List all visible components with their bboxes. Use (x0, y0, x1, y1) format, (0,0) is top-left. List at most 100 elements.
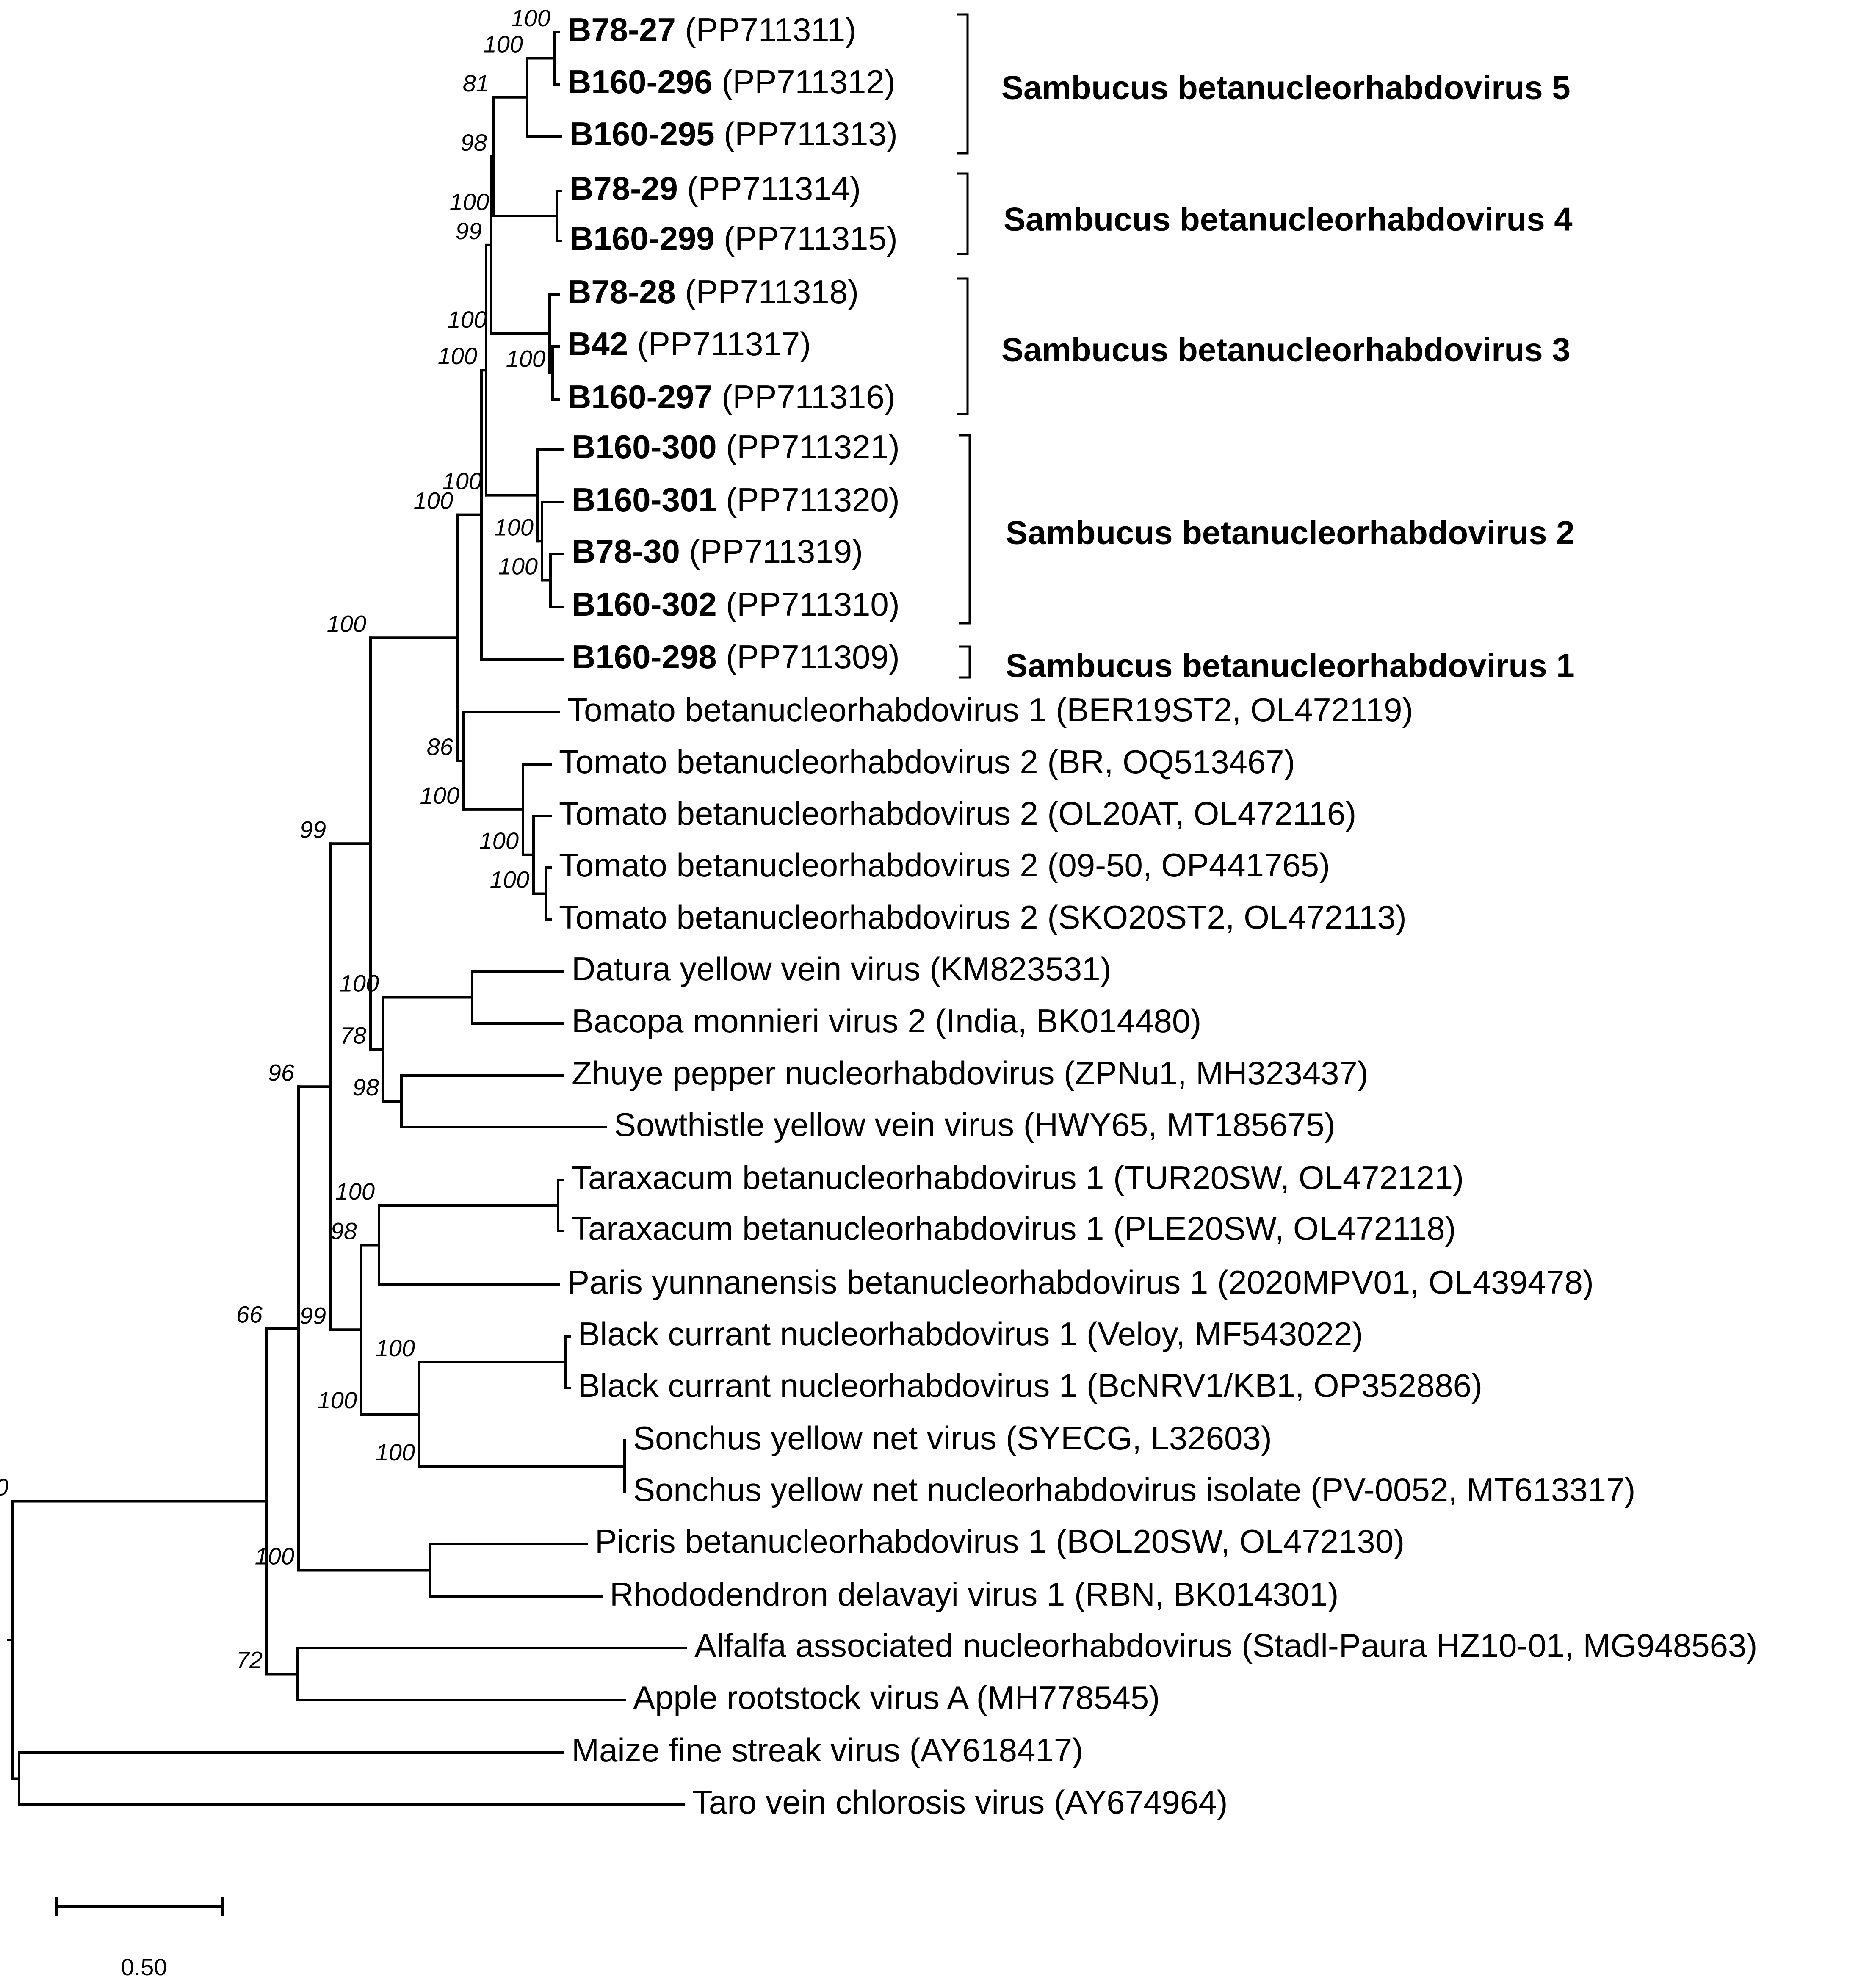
taxon-label: B42 (PP711317) (567, 325, 811, 362)
taxon-name: Tomato betanucleorhabdovirus 1 (BER19ST2… (567, 691, 1413, 728)
taxon-label: Tomato betanucleorhabdovirus 2 (SKO20ST2… (559, 899, 1407, 936)
bootstrap-value: 98 (461, 129, 487, 156)
bootstrap-value: 100 (376, 1439, 415, 1465)
bootstrap-value: 100 (498, 553, 538, 580)
taxon-name: Taro vein chlorosis virus (AY674964) (692, 1783, 1228, 1821)
taxon-name: Datura yellow vein virus (KM823531) (572, 950, 1112, 987)
taxon-name: Bacopa monnieri virus 2 (India, BK014480… (572, 1002, 1201, 1040)
bootstrap-value: 100 (479, 827, 519, 854)
taxon-label: Maize fine streak virus (AY618417) (572, 1731, 1083, 1769)
taxon-name: (PP711316) (713, 378, 896, 415)
clade-label: Sambucus betanucleorhabdovirus 5 (1001, 69, 1571, 106)
taxon-name: (PP711312) (713, 63, 896, 100)
scale-bar-label: 0.50 (121, 1954, 167, 1980)
taxon-name: Tomato betanucleorhabdovirus 2 (09-50, O… (559, 846, 1330, 884)
bootstrap-value: 66 (236, 1301, 263, 1327)
clade-label: Sambucus betanucleorhabdovirus 2 (1006, 514, 1575, 551)
bootstrap-value: 98 (331, 1218, 357, 1244)
isolate-id: B78-28 (567, 273, 676, 310)
clade-annotations: Sambucus betanucleorhabdovirus 5 Sambucu… (957, 13, 1575, 684)
isolate-id: B78-27 (567, 11, 676, 48)
bootstrap-value: 100 (506, 346, 545, 372)
taxon-name: Sonchus yellow net nucleorhabdovirus iso… (633, 1471, 1635, 1508)
taxon-label: B160-302 (PP711310) (572, 586, 900, 623)
taxon-name: Zhuye pepper nucleorhabdovirus (ZPNu1, M… (572, 1054, 1369, 1092)
taxon-label: Tomato betanucleorhabdovirus 2 (OL20AT, … (559, 795, 1356, 832)
taxon-name: (PP711313) (715, 115, 898, 152)
taxon-name: Maize fine streak virus (AY618417) (572, 1731, 1083, 1769)
bootstrap-value: 100 (420, 782, 459, 809)
clade-annotation: Sambucus betanucleorhabdovirus 4 (957, 172, 1573, 255)
taxon-name: (PP711310) (717, 586, 900, 623)
bootstrap-value: 99 (300, 1302, 326, 1329)
clade-bracket (959, 645, 971, 679)
taxon-label: B160-295 (PP711313) (570, 115, 898, 152)
taxon-name: (PP711320) (717, 481, 900, 518)
clade-annotation: Sambucus betanucleorhabdovirus 3 (957, 277, 1571, 415)
bootstrap-value: 100 (414, 487, 453, 514)
bootstrap-value: 100 (255, 1543, 294, 1570)
taxon-label: Black currant nucleorhabdovirus 1 (BcNRV… (578, 1367, 1482, 1404)
taxon-label: Zhuye pepper nucleorhabdovirus (ZPNu1, M… (572, 1054, 1369, 1092)
taxon-label: Rhododendron delavayi virus 1 (RBN, BK01… (610, 1576, 1338, 1613)
bootstrap-value: 100 (327, 610, 366, 637)
bootstrap-value: 100 (448, 306, 487, 333)
taxon-name: Apple rootstock virus A (MH778545) (633, 1679, 1160, 1716)
taxon-label: Paris yunnanensis betanucleorhabdovirus … (567, 1264, 1594, 1301)
taxon-name: (PP711314) (678, 170, 861, 207)
isolate-id: B78-29 (570, 170, 678, 207)
bootstrap-value: 99 (456, 218, 482, 244)
taxon-name: Taraxacum betanucleorhabdovirus 1 (TUR20… (572, 1159, 1464, 1196)
taxon-label: B160-297 (PP711316) (567, 378, 896, 415)
taxon-name: Alfalfa associated nucleorhabdovirus (St… (694, 1627, 1757, 1664)
taxon-name: Rhododendron delavayi virus 1 (RBN, BK01… (610, 1576, 1338, 1613)
taxon-label: Apple rootstock virus A (MH778545) (633, 1679, 1160, 1716)
isolate-id: B42 (567, 325, 628, 362)
taxon-name: (PP711309) (717, 638, 900, 675)
clade-label: Sambucus betanucleorhabdovirus 1 (1006, 647, 1575, 684)
taxon-label: Bacopa monnieri virus 2 (India, BK014480… (572, 1002, 1201, 1040)
bootstrap-value: 100 (340, 970, 379, 997)
taxon-name: Black currant nucleorhabdovirus 1 (Veloy… (578, 1315, 1363, 1352)
isolate-id: B160-300 (572, 428, 717, 465)
taxon-label: Tomato betanucleorhabdovirus 2 (09-50, O… (559, 846, 1330, 884)
taxon-name: (PP711318) (676, 273, 859, 310)
branches-layer (7, 31, 687, 1806)
taxon-name: (PP711321) (717, 428, 900, 465)
clade-label: Sambucus betanucleorhabdovirus 3 (1001, 331, 1571, 368)
taxon-label: Datura yellow vein virus (KM823531) (572, 950, 1112, 987)
clade-annotation: Sambucus betanucleorhabdovirus 2 (959, 434, 1575, 625)
taxon-name: (PP711311) (676, 11, 856, 48)
taxon-label: Taraxacum betanucleorhabdovirus 1 (TUR20… (572, 1159, 1464, 1196)
bootstrap-value: 78 (340, 1022, 366, 1048)
bootstrap-value: 99 (300, 816, 326, 843)
bootstrap-value: 72 (236, 1647, 263, 1673)
bootstrap-value: 100 (511, 5, 550, 31)
isolate-id: B78-30 (572, 533, 680, 570)
bootstrap-value: 100 (438, 343, 477, 369)
taxon-label: Taro vein chlorosis virus (AY674964) (692, 1783, 1228, 1821)
taxon-label: Tomato betanucleorhabdovirus 2 (BR, OQ51… (559, 743, 1295, 780)
bootstrap-value: 100 (450, 188, 489, 215)
taxon-label: B160-300 (PP711321) (572, 428, 900, 465)
isolate-id: B160-295 (570, 115, 715, 152)
clade-bracket (957, 172, 969, 255)
isolate-id: B160-297 (567, 378, 713, 415)
taxon-label: Sonchus yellow net nucleorhabdovirus iso… (633, 1471, 1635, 1508)
taxon-name: Paris yunnanensis betanucleorhabdovirus … (567, 1264, 1594, 1301)
taxon-label: Sonchus yellow net virus (SYECG, L32603) (633, 1419, 1272, 1457)
taxon-label: B78-28 (PP711318) (567, 273, 859, 310)
bootstrap-value: 100 (484, 31, 523, 58)
isolate-id: B160-302 (572, 586, 717, 623)
taxon-name: Taraxacum betanucleorhabdovirus 1 (PLE20… (572, 1210, 1456, 1247)
clade-annotation: Sambucus betanucleorhabdovirus 5 (957, 13, 1571, 155)
taxon-name: (PP711319) (680, 533, 863, 570)
taxon-name: Sowthistle yellow vein virus (HWY65, MT1… (614, 1106, 1336, 1143)
taxon-name: Black currant nucleorhabdovirus 1 (BcNRV… (578, 1367, 1482, 1404)
bootstrap-values-layer: 1001008110010098100100100991001001001001… (0, 5, 550, 1673)
taxon-label: Picris betanucleorhabdovirus 1 (BOL20SW,… (595, 1523, 1405, 1560)
taxon-name: Tomato betanucleorhabdovirus 2 (BR, OQ51… (559, 743, 1295, 780)
bootstrap-value: 86 (427, 733, 453, 760)
bootstrap-value: 100 (335, 1178, 375, 1205)
taxon-name: Tomato betanucleorhabdovirus 2 (SKO20ST2… (559, 899, 1407, 936)
